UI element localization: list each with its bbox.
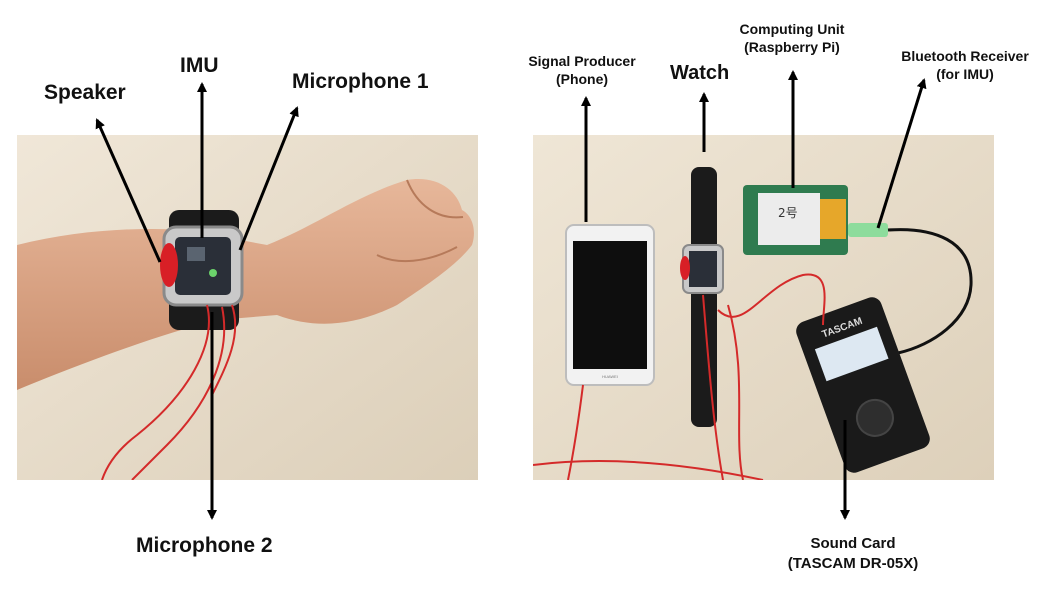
phone: HUAWEI — [565, 224, 655, 386]
label-signal-producer-line1: Signal Producer — [528, 53, 636, 69]
label-sound-card: Sound Card (TASCAM DR-05X) — [768, 534, 938, 574]
sound-card-recorder: TASCAM — [796, 297, 930, 473]
setup-scene: HUAWEI 2号 TASCAM — [533, 135, 994, 480]
label-bluetooth-receiver: Bluetooth Receiver (for IMU) — [890, 47, 1040, 83]
label-sound-card-line1: Sound Card — [810, 535, 896, 552]
label-bluetooth-receiver-line1: Bluetooth Receiver — [901, 48, 1029, 64]
label-speaker: Speaker — [44, 81, 126, 104]
audio-wires — [533, 273, 826, 480]
label-computing-unit-line2: (Raspberry Pi) — [744, 39, 840, 55]
label-signal-producer-line2: (Phone) — [555, 71, 609, 87]
label-microphone-1: Microphone 1 — [292, 70, 429, 93]
right-photo: HUAWEI 2号 TASCAM — [533, 135, 994, 480]
bluetooth-dongle — [848, 223, 888, 237]
phone-brand: HUAWEI — [602, 374, 618, 379]
label-microphone-2: Microphone 2 — [136, 534, 273, 557]
watch-pcb — [175, 237, 231, 295]
speaker-part — [160, 243, 178, 287]
microphone-wires — [101, 304, 237, 480]
label-sound-card-line2: (TASCAM DR-05X) — [787, 555, 919, 572]
pi-sticker: 2号 — [778, 206, 798, 220]
raspberry-pi: 2号 — [743, 185, 848, 255]
label-signal-producer: Signal Producer (Phone) — [520, 52, 644, 88]
label-watch: Watch — [670, 62, 730, 84]
label-computing-unit-line1: Computing Unit — [739, 21, 845, 37]
label-bluetooth-receiver-line2: (for IMU) — [936, 66, 994, 82]
label-imu: IMU — [180, 54, 219, 77]
label-computing-unit: Computing Unit (Raspberry Pi) — [730, 20, 854, 56]
left-photo — [17, 135, 478, 480]
wrist-scene — [17, 135, 478, 480]
usb-cable — [887, 228, 973, 355]
